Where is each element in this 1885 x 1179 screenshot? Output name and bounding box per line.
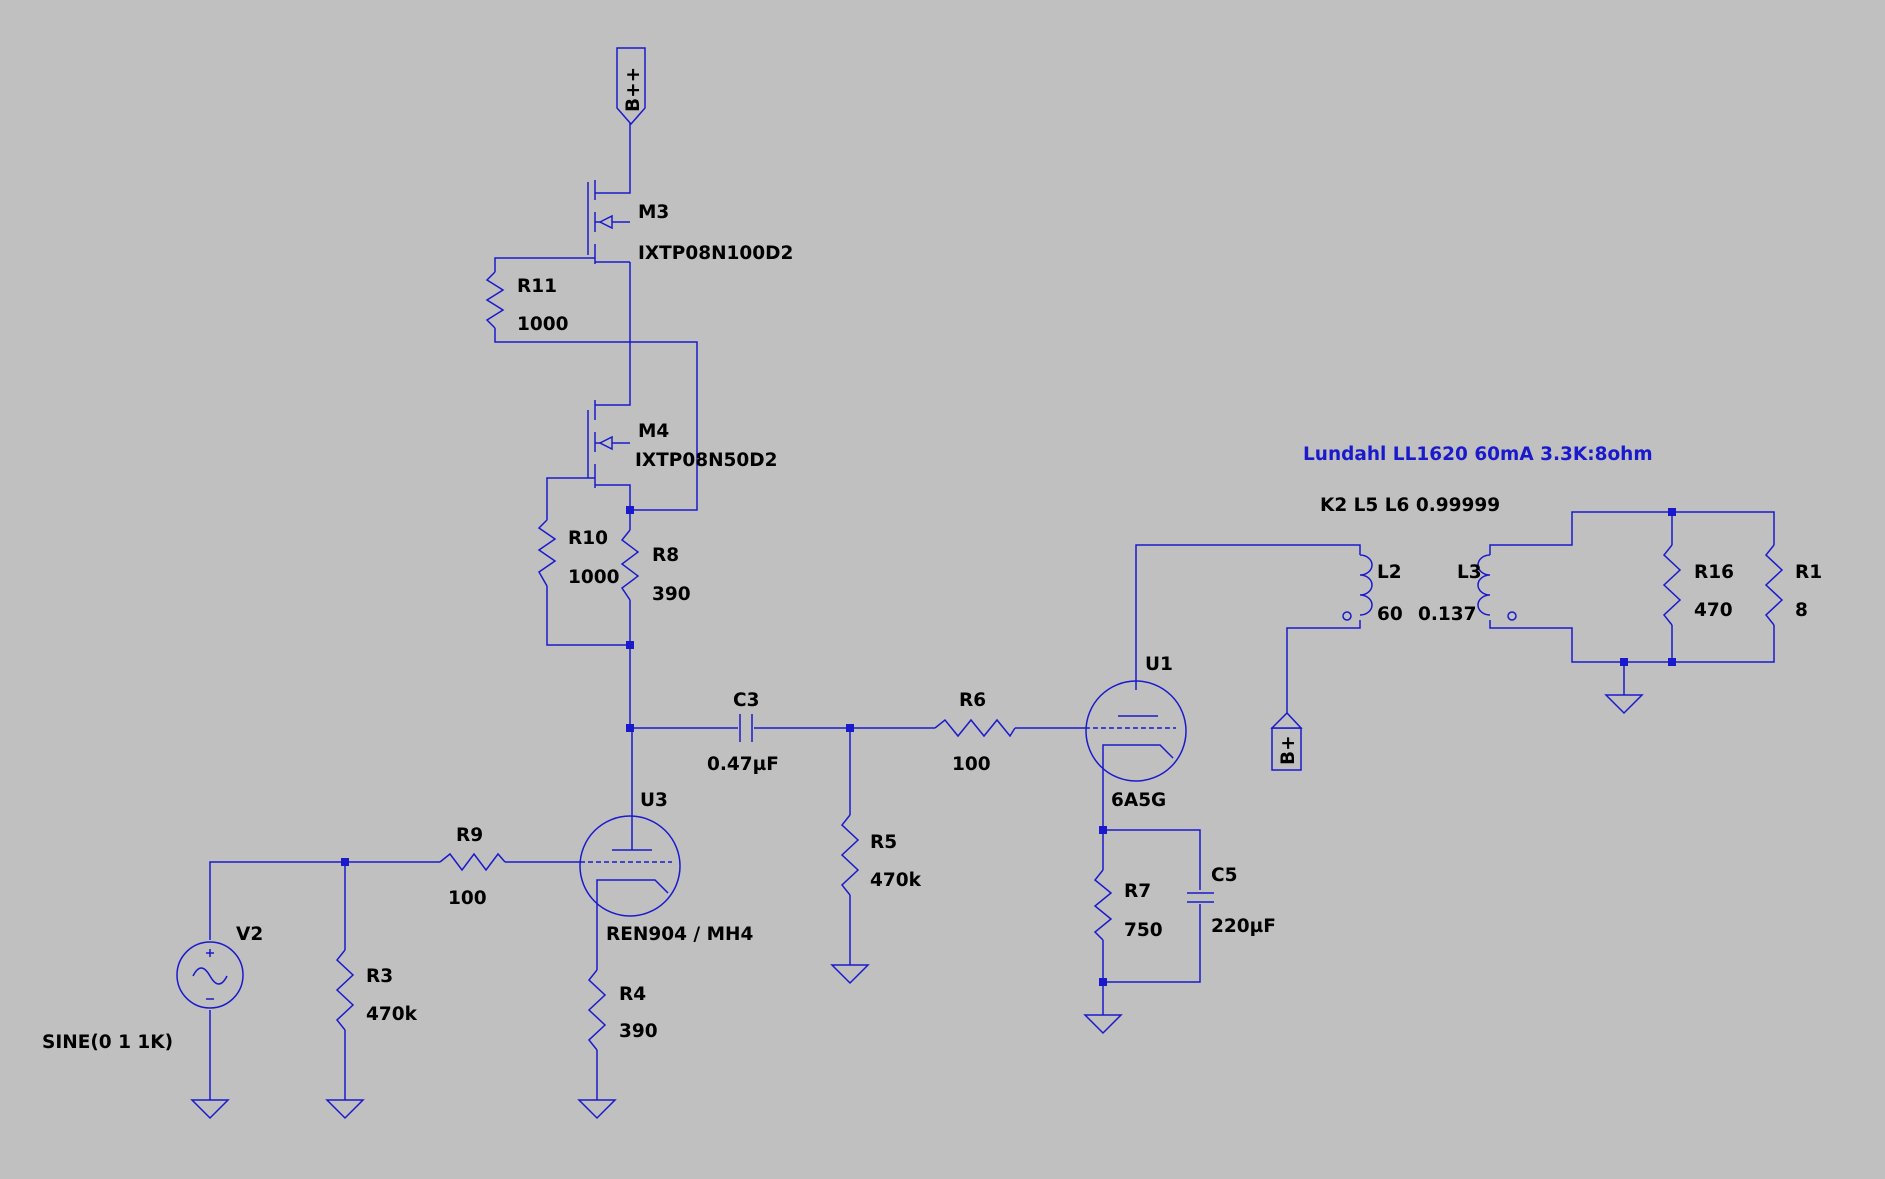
- r16-value-label: 470: [1694, 600, 1733, 621]
- c3-value-label: 0.47µF: [707, 754, 779, 775]
- m4-ref-label: M4: [638, 421, 669, 442]
- r5-ref-label: R5: [870, 832, 897, 853]
- l2-value-label: 60: [1377, 604, 1403, 625]
- r8-value-label: 390: [652, 584, 691, 605]
- resistor-r9-symbol: [439, 852, 506, 872]
- r16-ref-label: R16: [1694, 562, 1734, 583]
- r10-ref-label: R10: [568, 528, 608, 549]
- u1-value-label: 6A5G: [1111, 790, 1166, 811]
- r10-value-label: 1000: [568, 567, 620, 588]
- u1-ref-label: U1: [1145, 654, 1173, 675]
- wires: [209, 110, 1775, 1100]
- component-labels: M3 IXTP08N100D2 M4 IXTP08N50D2 R11 1000 …: [42, 202, 1822, 1053]
- l3-value-label: 0.137: [1418, 604, 1477, 625]
- r1-value-label: 8: [1795, 600, 1808, 621]
- coupling-directive: K2 L5 L6 0.99999: [1320, 495, 1500, 516]
- resistor-r6-symbol: [934, 718, 1016, 738]
- r6-ref-label: R6: [959, 690, 986, 711]
- r8-ref-label: R8: [652, 545, 679, 566]
- resistor-r4-symbol: [587, 969, 607, 1051]
- r4-ref-label: R4: [619, 984, 646, 1005]
- r4-value-label: 390: [619, 1021, 658, 1042]
- v2-ref-label: V2: [236, 924, 263, 945]
- r9-ref-label: R9: [456, 825, 483, 846]
- l2-ref-label: L2: [1377, 562, 1402, 583]
- u3-value-label: REN904 / MH4: [606, 924, 754, 945]
- r7-ref-label: R7: [1124, 881, 1151, 902]
- voltage-source-v2-symbol: [176, 941, 244, 1009]
- tube-u1-symbol: [1085, 680, 1187, 782]
- transformer-comment: Lundahl LL1620 60mA 3.3K:8ohm: [1303, 444, 1653, 465]
- r6-value-label: 100: [952, 754, 991, 775]
- capacitor-c5-symbol: [1187, 892, 1214, 903]
- r1-ref-label: R1: [1795, 562, 1822, 583]
- resistor-r10-symbol: [537, 519, 557, 587]
- resistor-r1-symbol: [1764, 544, 1784, 626]
- resistor-r8-symbol: [620, 529, 640, 601]
- resistor-r3-symbol: [335, 949, 355, 1031]
- bp-flag-label: B+: [1278, 735, 1299, 765]
- resistor-r5-symbol: [840, 814, 860, 896]
- l3-ref-label: L3: [1457, 562, 1482, 583]
- u3-ref-label: U3: [640, 790, 668, 811]
- mosfet-m3-symbol: [587, 180, 630, 264]
- r9-value-label: 100: [448, 888, 487, 909]
- resistor-r7-symbol: [1093, 869, 1113, 941]
- v2-value-label: SINE(0 1 1K): [42, 1032, 173, 1053]
- m4-value-label: IXTP08N50D2: [635, 450, 778, 471]
- capacitor-c3-symbol: [739, 714, 753, 742]
- resistor-r16-symbol: [1662, 544, 1682, 626]
- r11-value-label: 1000: [517, 314, 569, 335]
- bp-flag: B+: [1270, 711, 1303, 771]
- r11-ref-label: R11: [517, 276, 557, 297]
- bpp-flag-label: B++: [623, 67, 644, 112]
- bpp-flag: B++: [616, 47, 646, 126]
- spice-directives: Lundahl LL1620 60mA 3.3K:8ohm K2 L5 L6 0…: [1303, 444, 1653, 516]
- c5-value-label: 220µF: [1211, 916, 1276, 937]
- r5-value-label: 470k: [870, 870, 922, 891]
- m3-value-label: IXTP08N100D2: [638, 243, 793, 264]
- tube-u3-symbol: [579, 815, 681, 917]
- inductor-l2-symbol: [1342, 554, 1373, 621]
- inductor-l3-symbol: [1477, 554, 1517, 621]
- r7-value-label: 750: [1124, 920, 1163, 941]
- c3-ref-label: C3: [733, 690, 759, 711]
- mosfet-m4-symbol: [587, 400, 630, 488]
- c5-ref-label: C5: [1211, 865, 1237, 886]
- resistor-r11-symbol: [485, 271, 505, 329]
- r3-value-label: 470k: [366, 1004, 418, 1025]
- junction-dots: [341, 506, 1676, 986]
- ground-symbols: [190, 694, 1644, 1120]
- m3-ref-label: M3: [638, 202, 669, 223]
- r3-ref-label: R3: [366, 966, 393, 987]
